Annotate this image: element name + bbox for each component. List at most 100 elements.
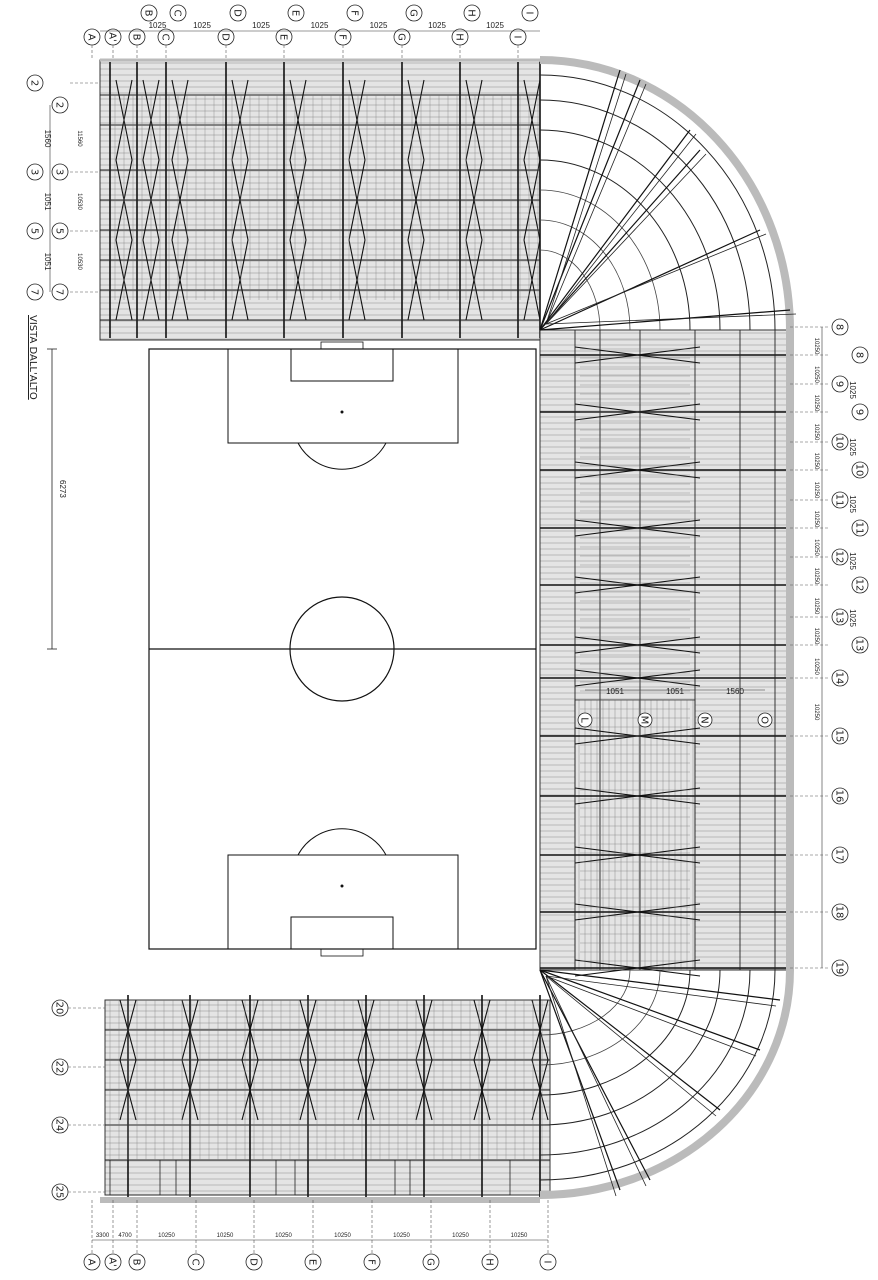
bottom-spacing-label-1: 4700 bbox=[118, 1233, 132, 1239]
grid-bubble-right-7: 11 bbox=[851, 519, 869, 537]
grid-bubble-bottom-4: D bbox=[245, 1253, 263, 1271]
grid-bubble-right-4: 10 bbox=[831, 433, 849, 451]
svg-text:C: C bbox=[190, 1259, 201, 1266]
right-dim-small-10: 10250 bbox=[813, 628, 819, 645]
svg-text:24: 24 bbox=[54, 1119, 65, 1132]
svg-text:B: B bbox=[143, 10, 154, 17]
grid-bubble-left-top-1: 2 bbox=[51, 96, 69, 114]
east-dim-0: 1051 bbox=[606, 687, 624, 696]
bottom-spacing-label-6: 10250 bbox=[393, 1233, 410, 1239]
grid-bubble-top-upper-4: D bbox=[229, 4, 247, 22]
svg-text:H: H bbox=[484, 1258, 495, 1266]
svg-text:10: 10 bbox=[854, 464, 865, 477]
svg-text:5: 5 bbox=[54, 228, 65, 234]
right-dim-small-6: 10250 bbox=[813, 511, 819, 528]
svg-text:8: 8 bbox=[854, 352, 865, 358]
svg-text:F: F bbox=[349, 10, 360, 16]
right-dim-small-9: 10250 bbox=[813, 598, 819, 615]
grid-bubble-bottom-9: I bbox=[539, 1253, 557, 1271]
east-dim-2: 1560 bbox=[726, 687, 744, 696]
right-dim-small-8: 10250 bbox=[813, 568, 819, 585]
grid-bubble-east-0: L bbox=[577, 712, 593, 728]
svg-text:2: 2 bbox=[29, 80, 40, 86]
svg-text:7: 7 bbox=[29, 289, 40, 295]
grid-bubble-top-upper-7: G bbox=[405, 4, 423, 22]
grid-bubble-right-5: 10 bbox=[851, 461, 869, 479]
svg-text:12: 12 bbox=[834, 551, 845, 564]
right-dim-small-12: 10250 bbox=[813, 704, 819, 721]
top-spacing-label-1: 1025 bbox=[193, 21, 211, 30]
top-spacing-label-2: 1025 bbox=[252, 21, 270, 30]
svg-text:A: A bbox=[86, 1259, 97, 1266]
right-dim-small-4: 10250 bbox=[813, 453, 819, 470]
svg-text:A': A' bbox=[107, 1257, 118, 1267]
svg-text:20: 20 bbox=[54, 1002, 65, 1015]
bottom-spacing-label-7: 10250 bbox=[452, 1233, 469, 1239]
grid-bubble-top-1: A' bbox=[104, 28, 122, 46]
svg-text:8: 8 bbox=[834, 324, 845, 330]
svg-text:F: F bbox=[337, 34, 348, 40]
top-spacing-label-6: 1025 bbox=[486, 21, 504, 30]
svg-text:G: G bbox=[396, 33, 407, 41]
grid-bubble-bottom-5: E bbox=[304, 1253, 322, 1271]
penalty-arc-south bbox=[297, 828, 387, 856]
svg-text:N: N bbox=[699, 716, 710, 723]
right-dim-small-5: 10250 bbox=[813, 482, 819, 499]
svg-text:13: 13 bbox=[834, 611, 845, 624]
svg-text:H: H bbox=[466, 9, 477, 17]
svg-text:2: 2 bbox=[54, 102, 65, 108]
grid-bubble-bottom-1: A' bbox=[104, 1253, 122, 1271]
svg-text:16: 16 bbox=[834, 790, 845, 803]
grid-bubble-bottom-6: F bbox=[363, 1253, 381, 1271]
drawing-title: VISTA DALL'ALTO bbox=[27, 315, 38, 400]
svg-text:C: C bbox=[160, 34, 171, 41]
left-top-dim-small-0: 11560 bbox=[76, 130, 82, 147]
grid-bubble-top-upper-2: B bbox=[140, 4, 158, 22]
east-dim-1: 1051 bbox=[666, 687, 684, 696]
bottom-spacing-label-2: 10250 bbox=[158, 1233, 175, 1239]
grid-bubble-left-bottom-0: 20 bbox=[51, 999, 69, 1017]
svg-text:17: 17 bbox=[834, 849, 845, 862]
bottom-spacing-label-5: 10250 bbox=[334, 1233, 351, 1239]
grid-bubble-right-14: 16 bbox=[831, 787, 849, 805]
grid-bubble-left-bottom-2: 24 bbox=[51, 1116, 69, 1134]
goal-north bbox=[320, 341, 364, 350]
grid-bubble-left-top-4: 5 bbox=[26, 222, 44, 240]
svg-text:B: B bbox=[131, 34, 142, 41]
right-dim-4: 1025 bbox=[848, 609, 857, 627]
right-dim-small-2: 10250 bbox=[813, 395, 819, 412]
svg-text:B: B bbox=[131, 1259, 142, 1266]
svg-text:3: 3 bbox=[29, 169, 40, 175]
curved-corner-north-east bbox=[539, 56, 797, 331]
svg-text:D: D bbox=[232, 9, 243, 17]
grid-bubble-left-bottom-3: 25 bbox=[51, 1183, 69, 1201]
grid-bubble-top-upper-5: E bbox=[287, 4, 305, 22]
goal-south bbox=[320, 948, 364, 957]
svg-text:L: L bbox=[579, 717, 590, 723]
grid-bubble-right-15: 17 bbox=[831, 846, 849, 864]
grid-bubble-top-9: I bbox=[509, 28, 527, 46]
svg-text:11: 11 bbox=[854, 522, 865, 535]
svg-text:15: 15 bbox=[834, 730, 845, 743]
svg-text:O: O bbox=[759, 716, 770, 724]
grid-bubble-top-6: F bbox=[334, 28, 352, 46]
penalty-spot-south bbox=[340, 884, 344, 888]
grid-bubble-right-16: 18 bbox=[831, 903, 849, 921]
svg-text:I: I bbox=[524, 12, 535, 15]
right-dim-3: 1025 bbox=[848, 552, 857, 570]
right-dim-small-7: 10250 bbox=[813, 539, 819, 556]
grid-bubble-bottom-7: G bbox=[422, 1253, 440, 1271]
bottom-spacing-label-8: 10250 bbox=[511, 1233, 528, 1239]
grid-bubble-top-0: A bbox=[83, 28, 101, 46]
svg-text:5: 5 bbox=[29, 228, 40, 234]
grid-bubble-top-5: E bbox=[275, 28, 293, 46]
north-stand bbox=[99, 59, 541, 341]
left-top-dim-1: 1051 bbox=[43, 193, 52, 211]
grid-bubble-top-upper-8: H bbox=[463, 4, 481, 22]
grid-bubble-right-13: 15 bbox=[831, 727, 849, 745]
right-dim-1: 1025 bbox=[848, 438, 857, 456]
grid-bubble-left-top-7: 7 bbox=[51, 283, 69, 301]
grid-bubble-east-1: M bbox=[637, 712, 653, 728]
right-dim-small-0: 10250 bbox=[813, 338, 819, 355]
